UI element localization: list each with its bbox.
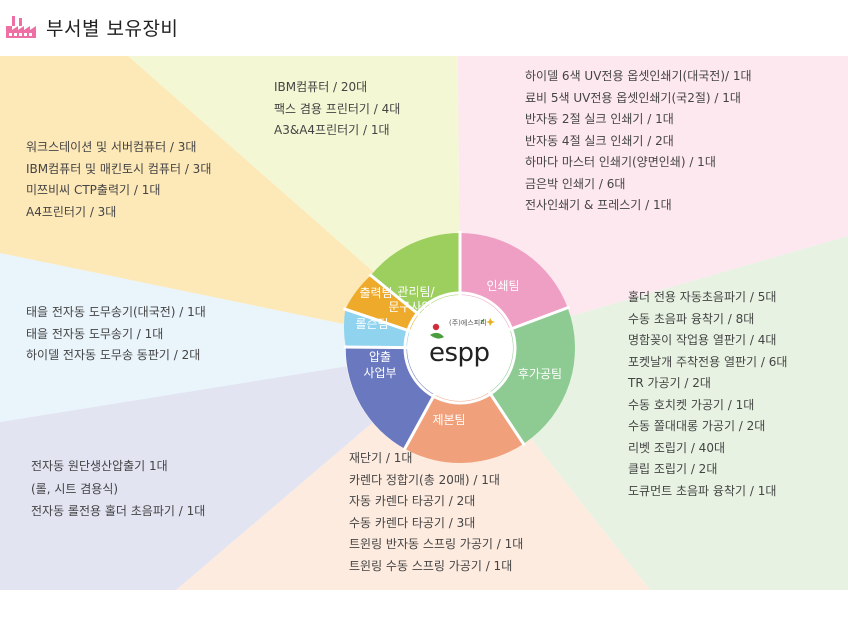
press-region	[0, 348, 460, 590]
list-item: 홀더 전용 자동초음파기 / 5대	[628, 290, 777, 304]
list-item: 하이델 전자동 도무송 동판기 / 2대	[26, 348, 201, 362]
list-item: TR 가공기 / 2대	[628, 376, 711, 390]
roll-label: 롤슨팀	[355, 317, 388, 331]
binding-region	[176, 348, 650, 590]
admin-label-line1: 관리팀/	[397, 285, 435, 299]
list-item: 카렌다 정합기(총 20매) / 1대	[349, 472, 500, 487]
logo-leaf-icon	[430, 332, 444, 339]
binding-segment[interactable]	[404, 348, 524, 463]
admin-label-line2: 문구사업부	[388, 300, 443, 314]
list-item: 수동 초음파 융착기 / 8대	[628, 311, 755, 326]
list-item: 수동 카렌다 타공기 / 3대	[349, 515, 476, 530]
list-item: 수동 쫄대대롱 가공기 / 2대	[628, 419, 766, 433]
header: 부서별 보유장비	[0, 0, 848, 56]
list-item: 수동 호치켓 가공기 / 1대	[628, 397, 755, 412]
post-label: 후가공팀	[518, 367, 562, 381]
list-item: 반자동 4절 실크 인쇄기 / 2대	[525, 133, 674, 148]
print-region	[458, 56, 848, 348]
list-item: 클립 조립기 / 2대	[628, 462, 718, 476]
department-diagram: (주)에스피피 espp 관리팀/ 문구사업부 인쇄팀 후가공팀 제본팀 압출 …	[0, 56, 848, 642]
list-item: 하이델 6색 UV전용 옵셋인쇄기(대국전)/ 1대	[525, 69, 752, 83]
list-item: (롤, 시트 겸용식)	[31, 481, 119, 496]
list-item: 료비 5색 UV전용 옵셋인쇄기(국2절) / 1대	[525, 90, 741, 105]
list-item: IBM컴퓨터 및 매킨토시 컴퓨터 / 3대	[26, 161, 212, 176]
list-item: 전자동 원단생산압출기 1대	[31, 459, 168, 473]
post-equipment-list: 홀더 전용 자동초음파기 / 5대 수동 초음파 융착기 / 8대 명함꽂이 작…	[628, 287, 787, 502]
list-item: 트윈링 수동 스프링 가공기 / 1대	[349, 558, 513, 573]
output-equipment-list: 워크스테이션 및 서버컴퓨터 / 3대 IBM컴퓨터 및 매킨토시 컴퓨터 / …	[26, 137, 211, 223]
print-equipment-list: 하이델 6색 UV전용 옵셋인쇄기(대국전)/ 1대 료비 5색 UV전용 옵셋…	[525, 66, 752, 217]
list-item: IBM컴퓨터 / 20대	[274, 80, 368, 94]
binding-equipment-list: 재단기 / 1대 카렌다 정합기(총 20매) / 1대 자동 카렌다 타공기 …	[349, 448, 523, 577]
list-item: 재단기 / 1대	[349, 451, 413, 465]
output-label: 출력팀	[359, 286, 392, 300]
press-label-line1: 압출	[369, 350, 391, 364]
admin-equipment-list: IBM컴퓨터 / 20대 팩스 겸용 프린터기 / 4대 A3&A4프린터기 /…	[274, 77, 400, 142]
list-item: 미쯔비씨 CTP출력기 / 1대	[26, 183, 161, 197]
binding-label: 제본팀	[432, 413, 465, 427]
list-item: 하마다 마스터 인쇄기(양면인쇄) / 1대	[525, 155, 716, 169]
list-item: 트윈링 반자동 스프링 가공기 / 1대	[349, 537, 524, 551]
press-label-line2: 사업부	[363, 366, 396, 380]
list-item: 워크스테이션 및 서버컴퓨터 / 3대	[26, 140, 197, 154]
list-item: 태을 전자동 도무송기(대국전) / 1대	[26, 305, 206, 319]
print-label: 인쇄팀	[486, 279, 519, 293]
factory-icon	[6, 16, 36, 38]
list-item: 자동 카렌다 타공기 / 2대	[349, 494, 476, 508]
press-equipment-list: 전자동 원단생산압출기 1대 (롤, 시트 겸용식) 전자동 롤전용 홀더 초음…	[31, 455, 205, 523]
list-item: A3&A4프린터기 / 1대	[274, 123, 390, 137]
logo-company-name: (주)에스피피	[449, 318, 487, 327]
espp-logo: (주)에스피피 espp	[429, 318, 495, 368]
list-item: 도큐먼트 초음파 융착기 / 1대	[628, 483, 777, 498]
list-item: 팩스 겸용 프린터기 / 4대	[274, 101, 401, 116]
roll-equipment-list: 태을 전자동 도무송기(대국전) / 1대 태을 전자동 도무송기 / 1대 하…	[26, 302, 206, 367]
list-item: 리벳 조립기 / 40대	[628, 440, 725, 455]
list-item: 명함꽂이 작업용 열판기 / 4대	[628, 333, 777, 347]
list-item: 전사인쇄기 & 프레스기 / 1대	[525, 198, 672, 212]
logo-brand-text: espp	[429, 338, 490, 368]
logo-sparkle-icon	[486, 318, 495, 326]
list-item: 태을 전자동 도무송기 / 1대	[26, 326, 164, 341]
list-item: 포켓날개 주착전용 열판기 / 6대	[628, 354, 788, 369]
list-item: A4프린터기 / 3대	[26, 204, 117, 219]
page-title: 부서별 보유장비	[46, 18, 179, 40]
center-circle	[407, 295, 513, 401]
roll-region	[0, 253, 460, 422]
list-item: 금은박 인쇄기 / 6대	[525, 176, 626, 191]
list-item: 전자동 롤전용 홀더 초음파기 / 1대	[31, 504, 206, 518]
logo-red-dot	[432, 323, 440, 331]
list-item: 반자동 2절 실크 인쇄기 / 1대	[525, 112, 674, 126]
output-region	[0, 56, 460, 348]
